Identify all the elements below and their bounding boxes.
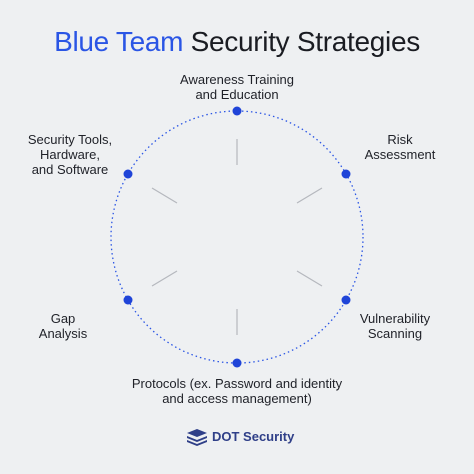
label-line: Hardware, — [40, 147, 100, 162]
label-security-tools: Security Tools, Hardware, and Software — [15, 132, 125, 177]
label-risk-assessment: Risk Assessment — [345, 132, 455, 162]
label-protocols: Protocols (ex. Password and identity and… — [97, 376, 377, 406]
label-line: and Software — [31, 162, 109, 177]
label-gap-analysis: Gap Analysis — [28, 311, 98, 341]
label-line: Risk — [387, 132, 413, 147]
dot-security-logo-icon — [187, 429, 207, 446]
label-vulnerability-scanning: Vulnerability Scanning — [340, 311, 450, 341]
label-line: and Education — [195, 87, 279, 102]
node-dot-vulnerability — [341, 295, 351, 305]
spoke-top-right — [296, 187, 323, 204]
label-line: Analysis — [38, 326, 88, 341]
logo-text: DOT Security — [212, 429, 295, 444]
diagram-title: Blue Team Security Strategies — [0, 24, 474, 60]
dotted-ring — [110, 110, 364, 364]
spoke-bottom-right — [296, 270, 323, 287]
label-line: Gap — [50, 311, 76, 326]
label-awareness-training: Awareness Training and Education — [162, 72, 312, 102]
spoke-top-left — [151, 187, 178, 204]
label-line: Scanning — [367, 326, 423, 341]
label-line: Assessment — [364, 147, 436, 162]
node-dot-gap — [123, 295, 133, 305]
title-accent: Blue Team — [54, 26, 184, 57]
node-dot-risk — [341, 169, 351, 179]
node-dot-tools — [123, 169, 133, 179]
label-line: Awareness Training — [180, 72, 294, 87]
spoke-bottom-left — [151, 270, 178, 287]
label-line: and access management) — [162, 391, 312, 406]
label-line: Security Tools, — [27, 132, 113, 147]
node-dot-protocols — [232, 358, 242, 368]
label-line: Protocols (ex. Password and identity — [131, 376, 343, 391]
node-dot-awareness — [232, 106, 242, 116]
title-rest: Security Strategies — [190, 26, 421, 57]
dot-security-logo: DOT Security — [186, 428, 296, 446]
label-line: Vulnerability — [359, 311, 431, 326]
